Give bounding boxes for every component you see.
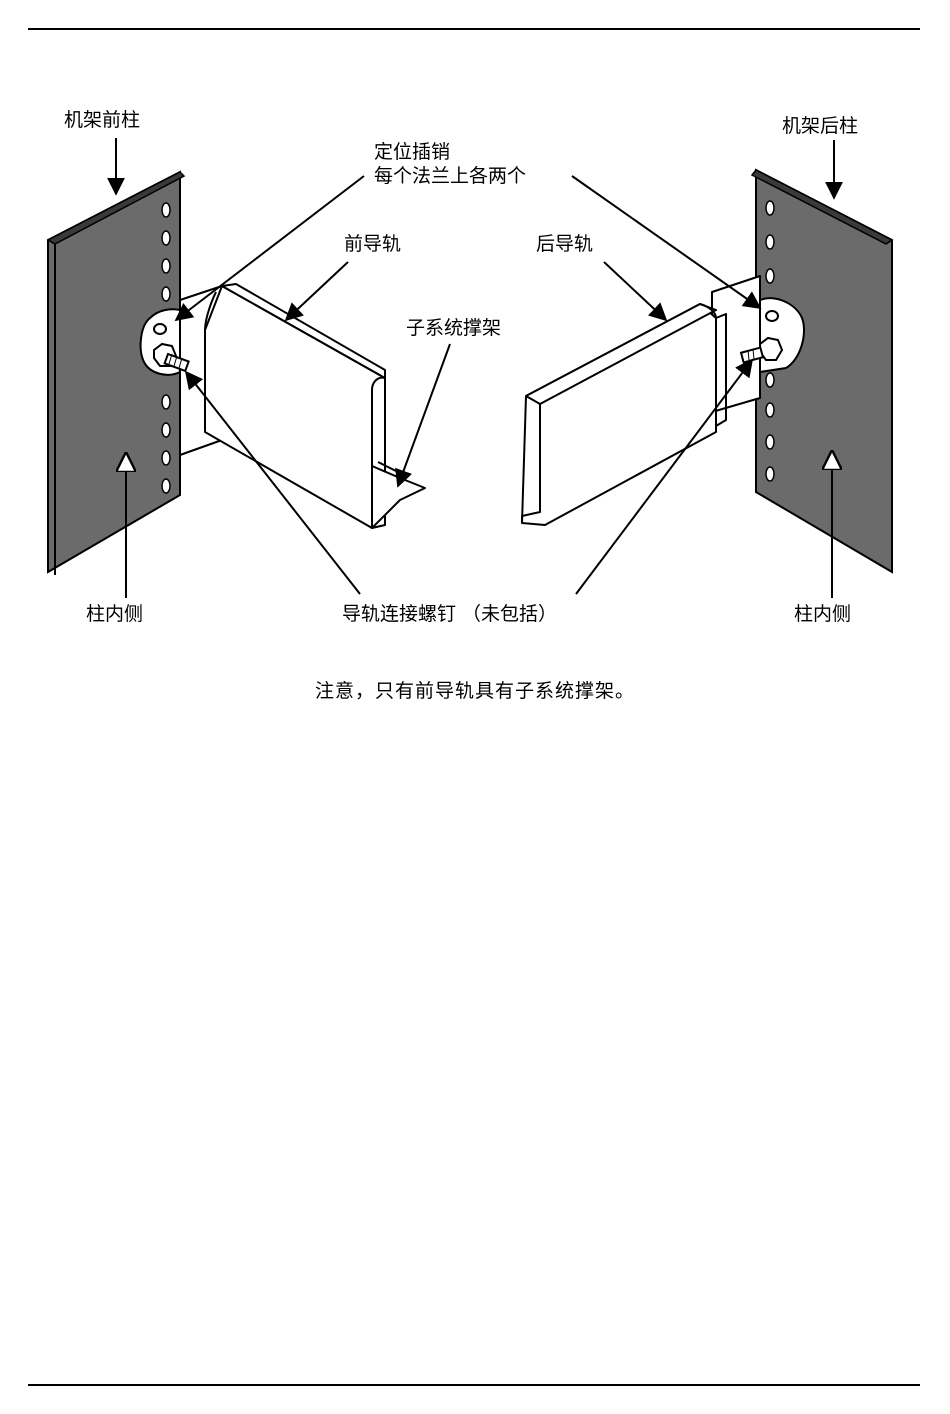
arrow-rear-rail: [604, 262, 666, 320]
label-inner-left: 柱内侧: [86, 603, 143, 625]
label-pin-line1: 定位插销: [374, 141, 450, 163]
label-support: 子系统撑架: [406, 317, 501, 339]
arrow-support: [398, 344, 450, 486]
front-rail: [180, 284, 425, 528]
label-rear-rail: 后导轨: [536, 233, 593, 255]
label-pin-line2: 每个法兰上各两个: [374, 165, 526, 187]
note-text: 注意，只有前导轨具有子系统撑架。: [0, 676, 950, 703]
label-rear-post: 机架后柱: [782, 115, 858, 137]
arrow-front-rail: [286, 262, 348, 320]
arrow-pin-left: [176, 176, 364, 320]
bottom-rule: [28, 1384, 920, 1386]
label-front-post: 机架前柱: [64, 109, 140, 131]
arrow-pin-right: [572, 176, 760, 308]
rear-locating-pin: [766, 311, 778, 321]
label-front-rail: 前导轨: [344, 233, 401, 255]
rail-installation-diagram: 机架前柱 机架后柱 定位插销 每个法兰上各两个 前导轨 后导轨 子系统撑架 柱内…: [0, 0, 950, 660]
label-screws: 导轨连接螺钉 （未包括）: [342, 603, 557, 625]
label-inner-right: 柱内侧: [794, 603, 851, 625]
front-locating-pin: [154, 324, 166, 334]
rear-rail: [522, 276, 760, 525]
